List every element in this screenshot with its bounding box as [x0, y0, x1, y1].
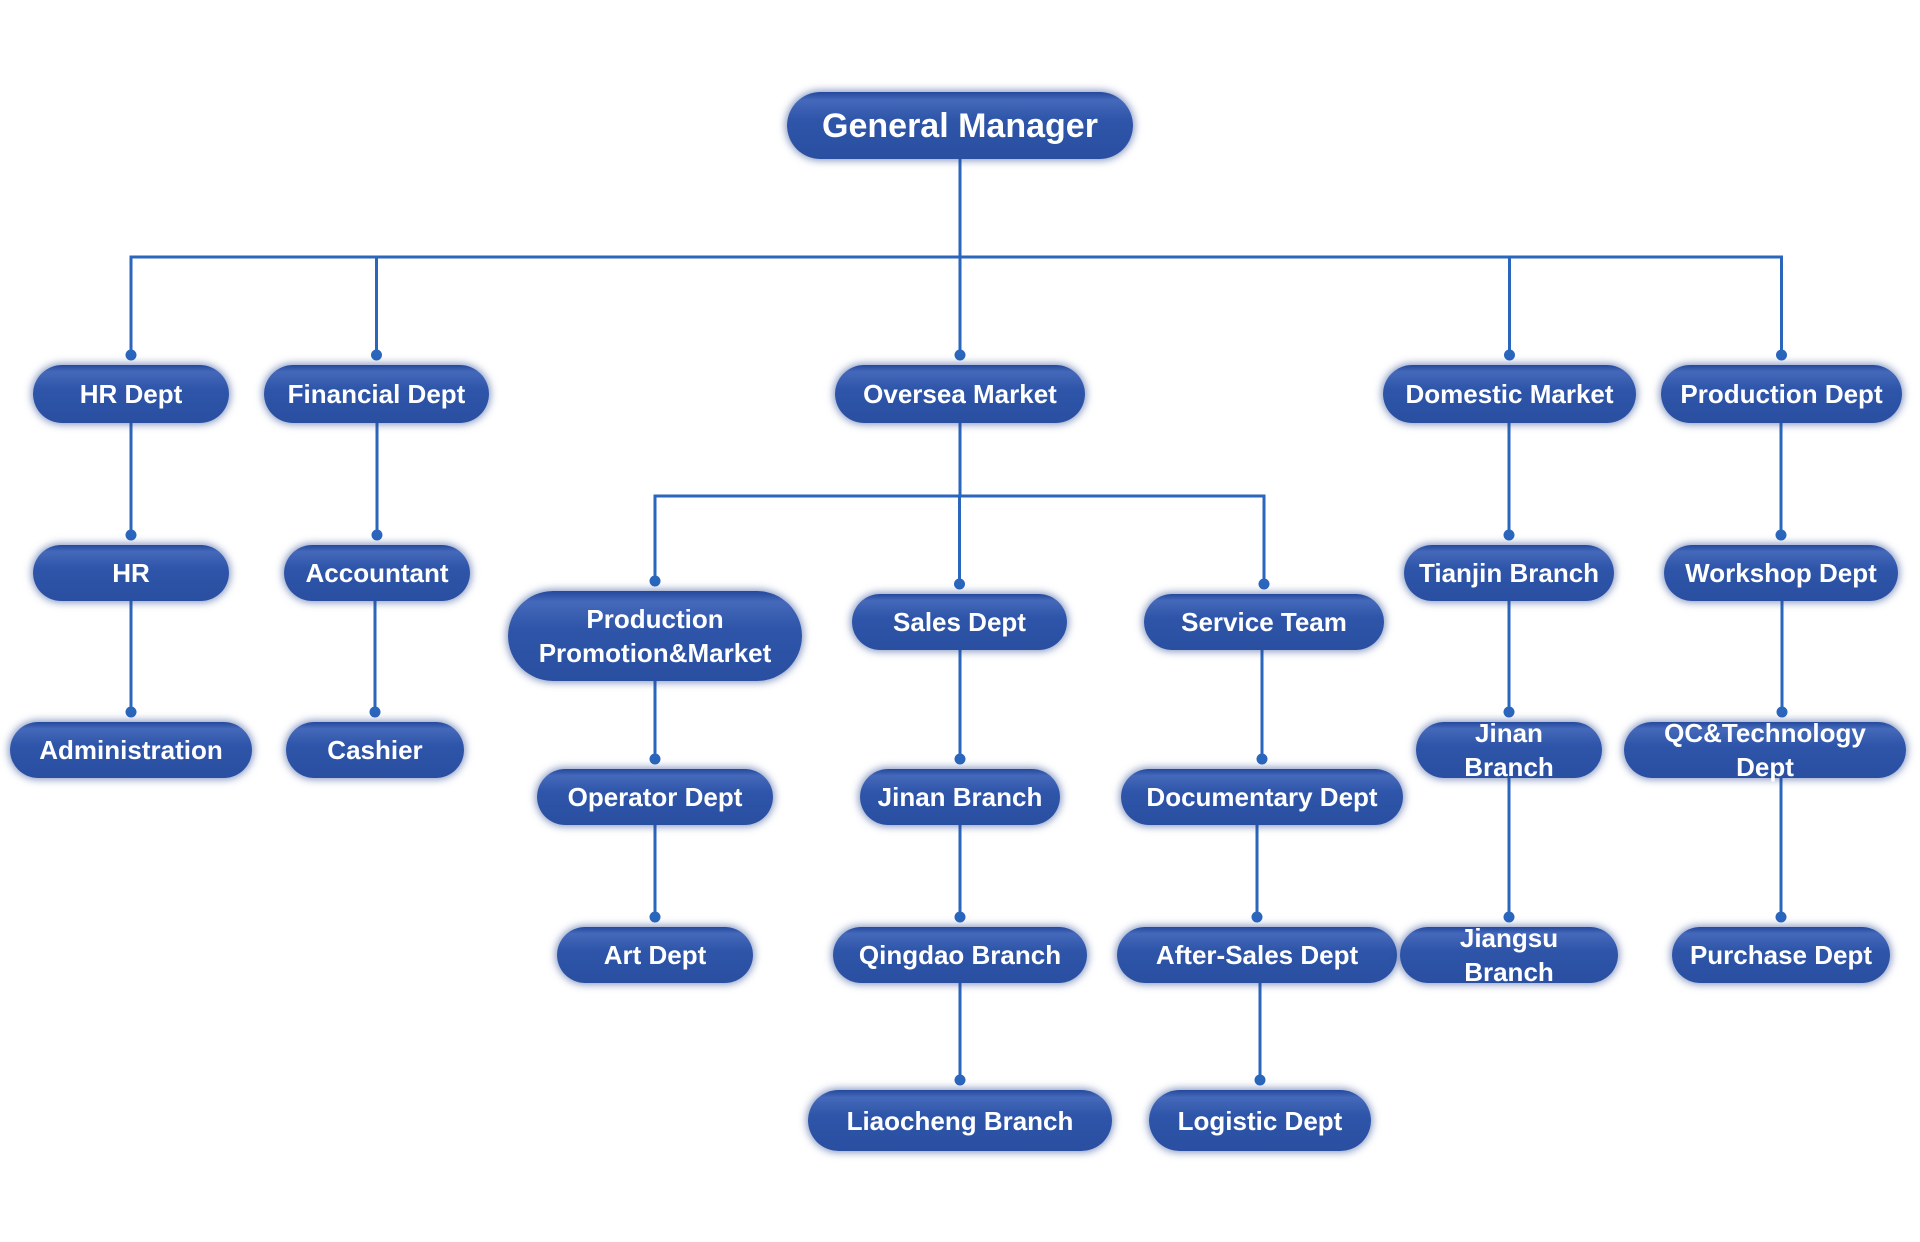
node-qc-technology-dept: QC&Technology Dept — [1624, 718, 1906, 782]
node-operator-dept: Operator Dept — [537, 769, 773, 825]
node-cashier: Cashier — [286, 722, 464, 778]
node-jiangsu-branch: Jiangsu Branch — [1400, 923, 1618, 987]
node-tianjin-branch: Tianjin Branch — [1404, 545, 1614, 601]
node-workshop-dept: Workshop Dept — [1664, 545, 1898, 601]
node-jinan-branch-domestic: Jinan Branch — [1416, 718, 1602, 782]
node-general-manager: General Manager — [787, 92, 1133, 159]
node-service-team: Service Team — [1144, 594, 1384, 650]
node-documentary-dept: Documentary Dept — [1121, 769, 1403, 825]
node-production-promotion-market: Production Promotion&Market — [508, 591, 802, 681]
node-liaocheng-branch: Liaocheng Branch — [808, 1090, 1112, 1151]
node-accountant: Accountant — [284, 545, 470, 601]
node-sales-dept: Sales Dept — [852, 594, 1067, 650]
node-domestic-market: Domestic Market — [1383, 365, 1636, 423]
node-oversea-market: Oversea Market — [835, 365, 1085, 423]
node-art-dept: Art Dept — [557, 927, 753, 983]
node-after-sales-dept: After-Sales Dept — [1117, 927, 1397, 983]
node-jinan-branch-oversea: Jinan Branch — [860, 769, 1060, 825]
node-qingdao-branch: Qingdao Branch — [833, 927, 1087, 983]
node-hr: HR — [33, 545, 229, 601]
node-logistic-dept: Logistic Dept — [1149, 1090, 1371, 1151]
node-financial-dept: Financial Dept — [264, 365, 489, 423]
node-hr-dept: HR Dept — [33, 365, 229, 423]
node-purchase-dept: Purchase Dept — [1672, 927, 1890, 983]
node-administration: Administration — [10, 722, 252, 778]
node-production-dept: Production Dept — [1661, 365, 1902, 423]
